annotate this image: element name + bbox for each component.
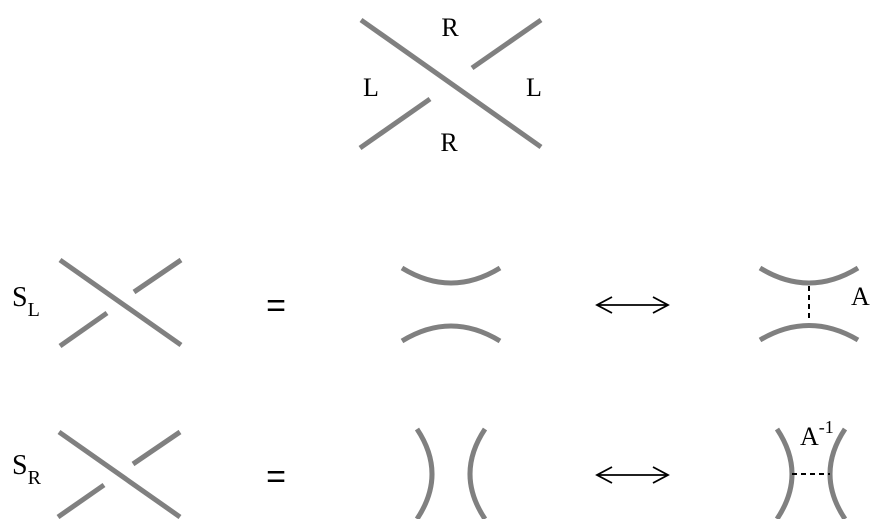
s-right-bond-superscript: -1: [819, 417, 834, 437]
s-right-double-arrow: [595, 466, 670, 484]
s-left-smoothing-upper-arc: [400, 265, 502, 286]
top-crossing-over-strand: [359, 17, 543, 150]
s-right-label: SR: [12, 450, 42, 489]
s-left-smoothing-lower-arc: [400, 323, 502, 344]
region-label-bottom: R: [440, 128, 458, 157]
s-right-vertical-smoothing: [414, 427, 488, 519]
s-right-equals-sign: =: [266, 458, 286, 496]
s-right-smoothing-left-arc: [414, 427, 435, 519]
s-left-equals-sign: =: [266, 287, 286, 325]
s-left-bond-label: A: [851, 282, 870, 311]
s-left-crossing: [58, 257, 183, 349]
s-right-arrow-head-right: [652, 466, 670, 484]
s-right-smoothing-right-arc: [467, 427, 488, 519]
s-right-crossing: [56, 429, 182, 519]
s-right-bond-label: A-1: [800, 417, 834, 451]
top-crossing-under-strand-upper: [470, 17, 543, 71]
s-left-over-strand: [58, 257, 183, 348]
top-crossing-under-strand-lower: [358, 96, 432, 151]
s-right-bond-smoothing: A-1: [774, 417, 848, 519]
region-label-top: R: [441, 13, 459, 42]
region-label-left: L: [363, 73, 379, 102]
s-right-arrow-head-left: [595, 466, 613, 484]
s-left-double-arrow: [595, 296, 670, 314]
s-left-bond-lower-arc: [758, 323, 860, 343]
s-right-under-strand-lower: [56, 482, 106, 519]
s-left-bond-upper-arc: [758, 265, 860, 286]
region-label-right: L: [526, 73, 542, 102]
top-crossing: R L L R: [358, 13, 543, 157]
s-right-over-strand: [57, 429, 182, 519]
s-right-bond-left-arc: [774, 427, 795, 519]
s-left-arrow-head-left: [595, 296, 613, 314]
s-left-label: SL: [12, 282, 40, 321]
s-left-horizontal-smoothing: [400, 265, 502, 344]
s-right-subscript: R: [28, 467, 42, 489]
row-s-right: SR = A-1: [12, 417, 848, 519]
s-left-under-strand-lower: [58, 310, 109, 349]
s-left-subscript: L: [28, 299, 40, 321]
s-right-under-strand-upper: [131, 429, 182, 467]
row-s-left: SL = A: [12, 257, 870, 349]
s-left-arrow-head-right: [652, 296, 670, 314]
s-right-bond-right-arc: [827, 427, 848, 519]
s-left-bond-smoothing: A: [758, 265, 870, 343]
s-left-under-strand-upper: [132, 257, 183, 295]
